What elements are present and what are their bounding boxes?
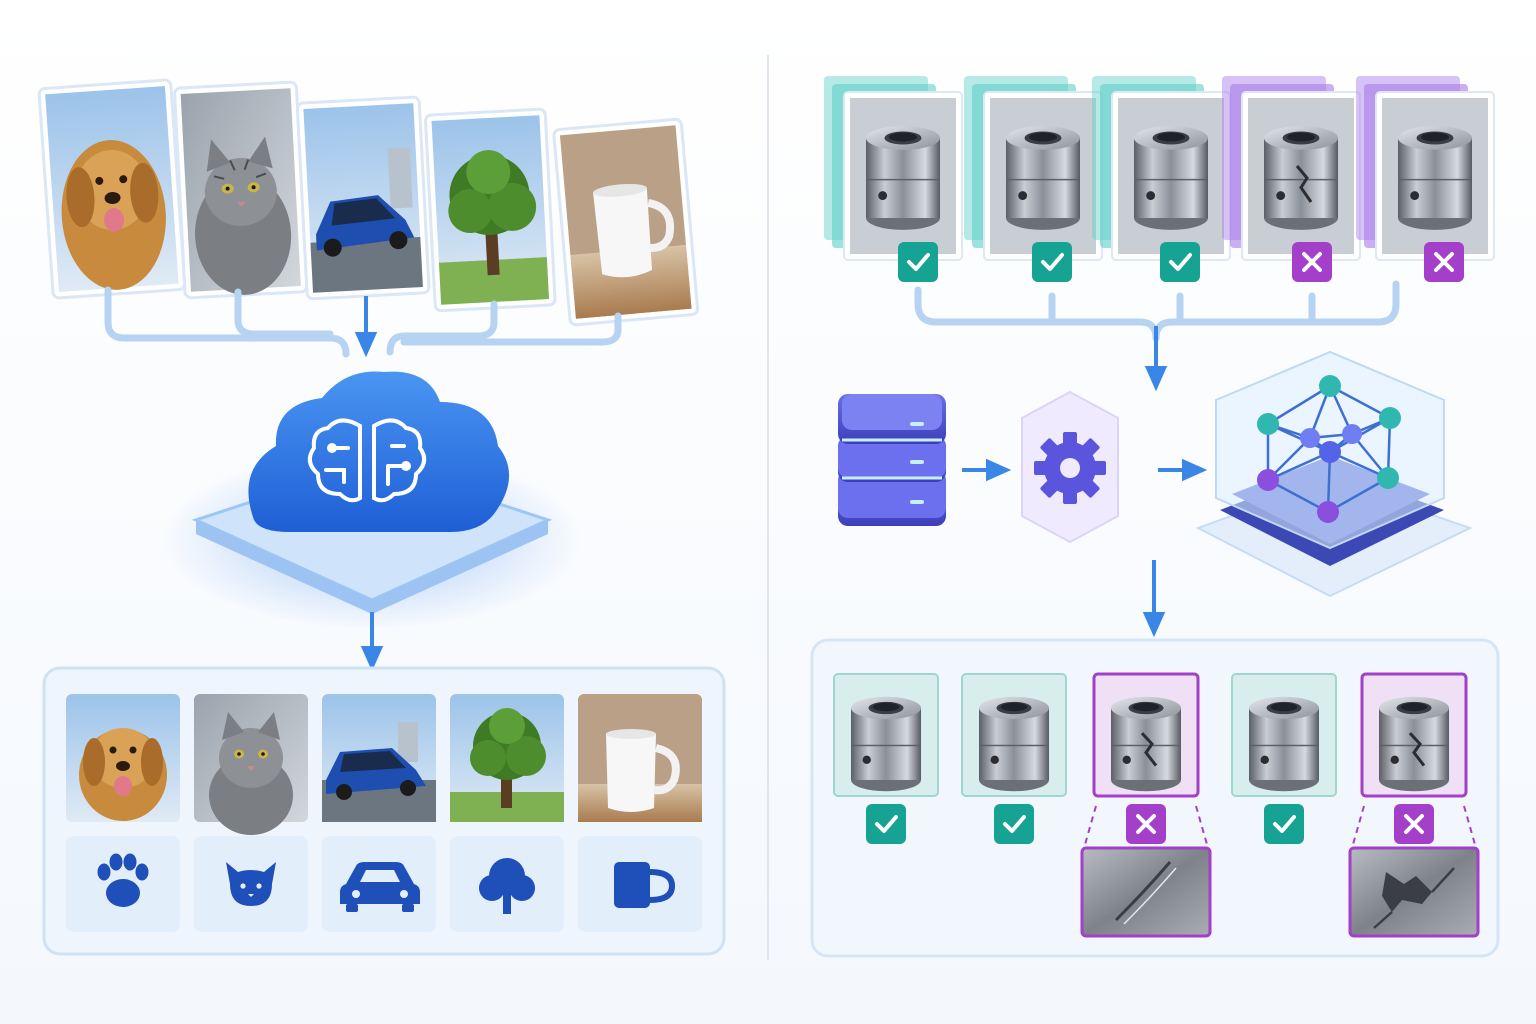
input-image-car	[295, 95, 431, 301]
output-image-mug	[578, 694, 702, 822]
left-input-connectors	[104, 286, 622, 358]
database-icon	[838, 394, 946, 526]
input-part-card	[1356, 76, 1495, 282]
gear-icon	[1021, 390, 1119, 544]
result-part-tile	[833, 673, 939, 844]
defect-zoom-view	[1080, 805, 1212, 938]
check-icon	[994, 804, 1034, 844]
input-image-dog	[37, 78, 187, 300]
input-image-mug	[552, 117, 700, 327]
left-input-images	[37, 78, 700, 327]
input-part-card	[1092, 76, 1231, 282]
result-part-tile	[1080, 672, 1212, 938]
left-output-panel	[42, 666, 726, 956]
output-image-dog	[66, 694, 180, 822]
cloud-model	[162, 371, 582, 630]
input-part-card	[1222, 76, 1361, 282]
input-part-card	[824, 76, 963, 282]
output-image-tree	[450, 694, 564, 822]
right-result-parts	[833, 672, 1480, 938]
defect-zoom-view	[1348, 805, 1480, 938]
result-part-tile	[1348, 672, 1480, 938]
car-icon	[340, 862, 420, 912]
mug-icon	[614, 862, 676, 908]
cross-icon	[1394, 804, 1434, 844]
result-part-tile	[1231, 673, 1337, 844]
input-image-tree	[424, 107, 557, 313]
cross-icon	[1292, 242, 1332, 282]
cloud-shape	[248, 371, 510, 532]
output-image-car	[322, 694, 436, 822]
cat-icon	[226, 862, 276, 906]
right-input-parts	[824, 76, 1495, 282]
cross-icon	[1424, 242, 1464, 282]
check-icon	[1160, 242, 1200, 282]
check-icon	[1264, 804, 1304, 844]
check-icon	[1032, 242, 1072, 282]
paw-icon	[97, 853, 149, 907]
cross-icon	[1126, 804, 1166, 844]
brain-circuit-icon	[307, 418, 427, 503]
result-part-tile	[961, 673, 1067, 844]
input-part-card	[964, 76, 1103, 282]
tree-icon	[479, 858, 535, 914]
check-icon	[866, 804, 906, 844]
input-image-cat	[173, 80, 309, 300]
network-icon	[1195, 350, 1473, 598]
check-icon	[898, 242, 938, 282]
output-image-cat	[194, 694, 308, 835]
